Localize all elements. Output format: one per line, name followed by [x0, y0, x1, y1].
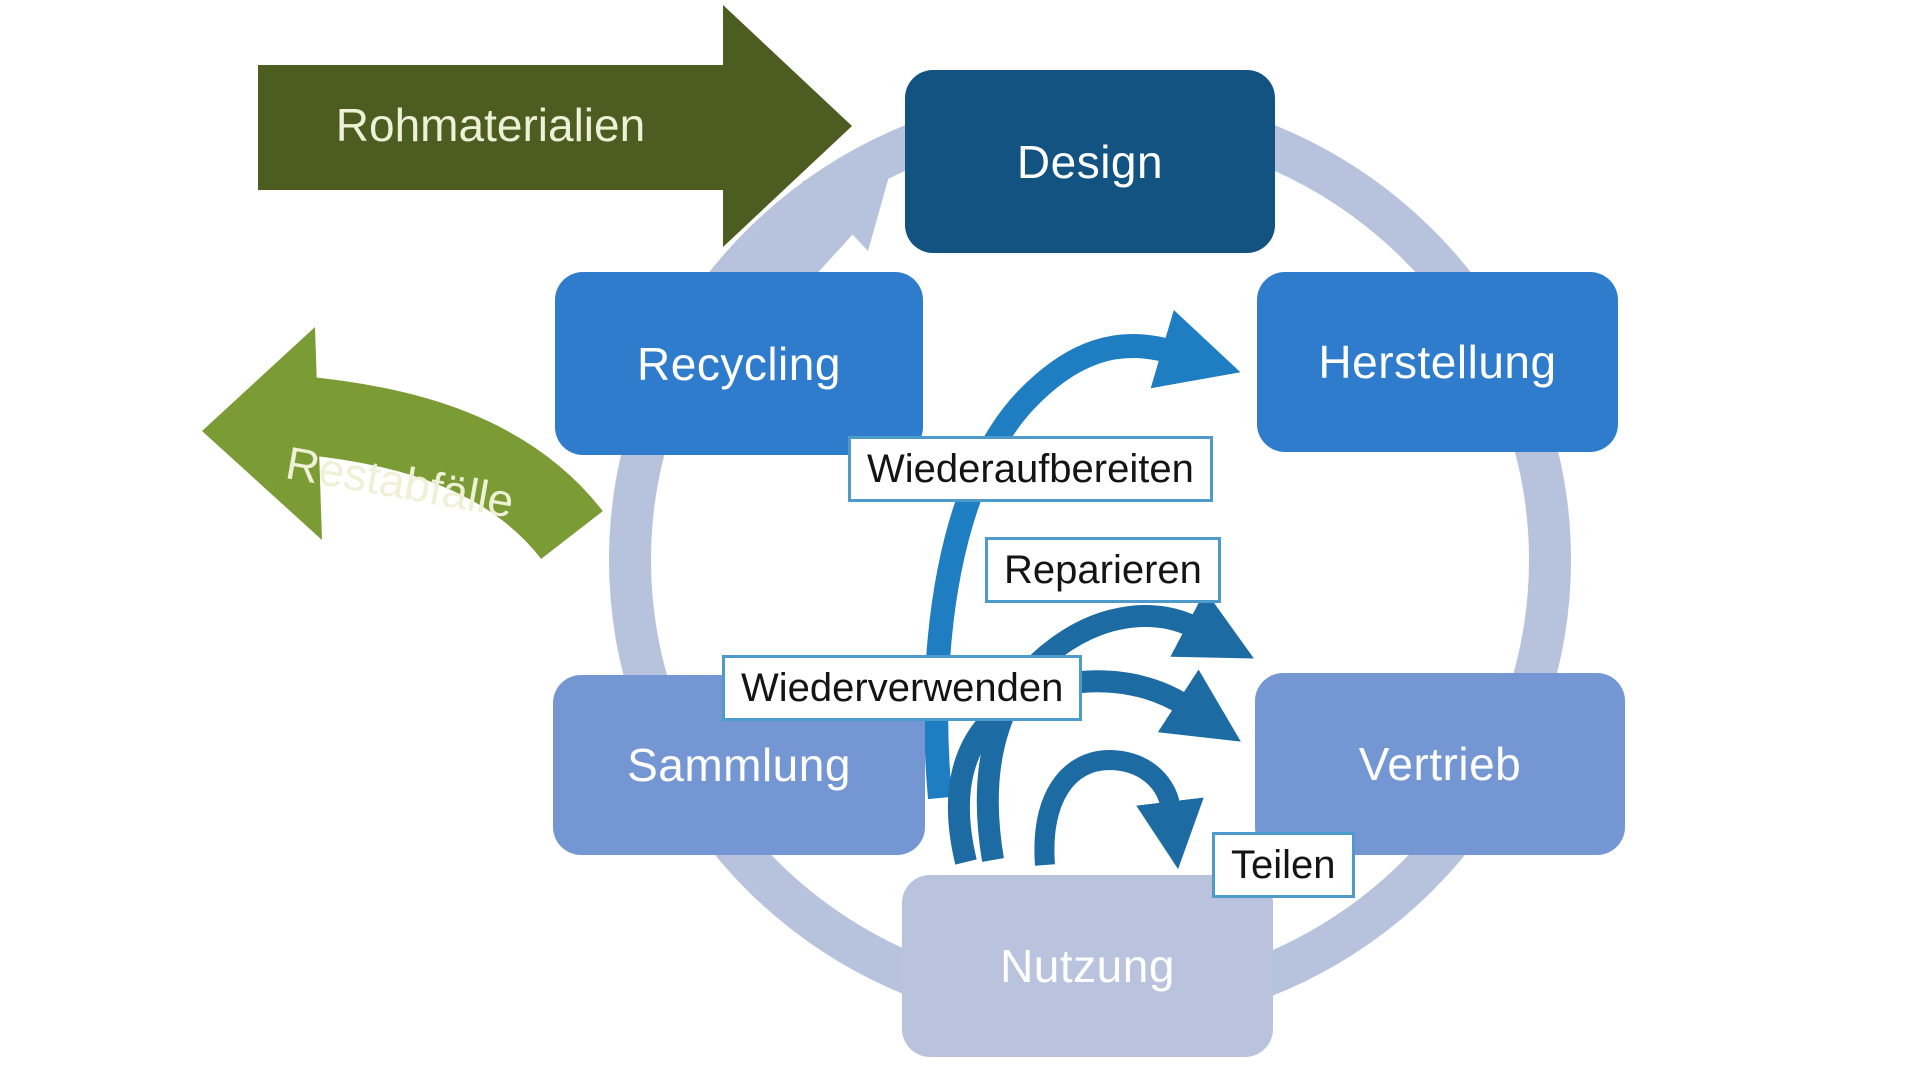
- stage-distribution-label: Vertrieb: [1358, 738, 1522, 790]
- stage-design-label: Design: [1016, 135, 1164, 188]
- loop-label-repair: Reparieren: [985, 537, 1221, 603]
- stage-recycling: Recycling: [555, 272, 923, 455]
- loop-label-remanufacture: Wiederaufbereiten: [848, 436, 1213, 502]
- stage-manufacturing-label: Herstellung: [1318, 336, 1557, 388]
- stage-use-label: Nutzung: [1000, 940, 1175, 992]
- loop-label-share: Teilen: [1212, 832, 1355, 898]
- raw-materials-arrow: [258, 5, 852, 247]
- loop-label-reuse: Wiederverwenden: [722, 655, 1083, 721]
- raw-materials-label: Rohmaterialien: [335, 99, 646, 151]
- stage-manufacturing: Herstellung: [1257, 272, 1618, 452]
- repair-arrow: [976, 590, 1254, 862]
- ring-arrowhead-design: [802, 162, 893, 251]
- share-arrow: [1034, 749, 1204, 870]
- stage-use: Nutzung: [902, 875, 1273, 1057]
- stage-distribution: Vertrieb: [1255, 673, 1625, 855]
- stage-collection-label: Sammlung: [627, 739, 851, 791]
- residual-waste-arrow-band: [294, 376, 603, 560]
- stage-recycling-label: Recycling: [637, 337, 841, 390]
- residual-waste-arrow-head: [202, 327, 322, 540]
- stage-design: Design: [905, 70, 1275, 253]
